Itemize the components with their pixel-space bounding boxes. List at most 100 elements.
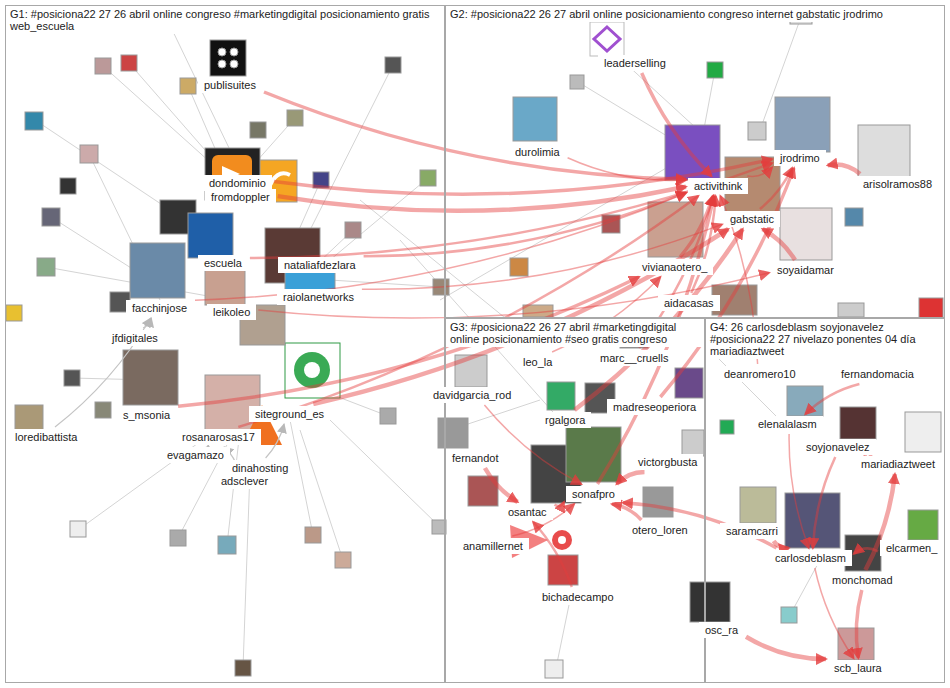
vertex-name: victorgbusta [634,454,701,470]
vertex-name: arisolramos88 [859,176,936,192]
vertex-label: soyjonavelez [800,439,876,455]
tweet-edge [612,504,642,520]
vertex-name: fromdoppler [207,189,274,205]
vertex-label: fernandot [446,450,504,466]
vertex-name: anamillernet [459,538,527,554]
tweet-edge [617,472,645,484]
group-heading: G2: #posiciona22 26 27 abril online posi… [446,6,944,22]
group-heading: G3: #posiciona22 26 27 abril #marketingd… [446,319,704,347]
vertex-label: osantac [502,504,553,520]
vertex-label: victorgbusta [632,454,703,470]
tweet-edge [266,424,285,458]
tweet-edge [828,165,860,174]
vertex-label: elcarmen_ [880,540,943,556]
vertex-name: monchomad [828,572,897,588]
vertex-name: mariadiaztweet [857,456,939,472]
vertex-name: publisuites [200,77,260,93]
vertex-name: soyaidamar [773,262,838,278]
vertex-name: evagamazo [163,447,228,463]
vertex-label: deanromero10 [718,366,802,382]
vertex-label: fernandomacia [835,366,920,382]
vertex-label: anamillernet [457,538,529,554]
vertex-name: leo_la [519,354,556,370]
vertex-name: facchinjose [128,300,191,316]
vertex-label: jrodrimo [774,150,826,166]
vertex-name: elcarmen_ [882,540,941,556]
vertex-name: deanromero10 [720,366,800,382]
vertex-label: monchomad [826,572,899,588]
vertex-label: mariadiaztweet [855,456,941,472]
vertex-label: marc__cruells [594,350,674,366]
vertex-name: vivianaotero_ [638,259,711,275]
vertex-label: siteground_es [249,406,330,422]
vertex-name: elenalalasm [754,416,821,432]
tweet-edge [642,73,712,176]
vertex-label: leaderselling [598,55,672,71]
tweet-edge [250,163,772,258]
vertex-label: adsclever [215,473,274,489]
tweet-edge [313,229,728,404]
group-panel: G4: 26 carlosdeblasm soyjonavelez #posic… [705,318,945,683]
vertex-label: jfdigitales [106,330,164,346]
tweet-edge [660,168,794,397]
vertex-label: sonafpro [566,486,621,502]
vertex-name: scb_laura [830,660,886,676]
vertex-label: raiolanetworks [277,289,360,305]
vertex-label: nataliafdezlara [278,257,362,273]
tweet-edge [278,187,686,211]
vertex-label: osc_ra [699,622,744,638]
vertex-label: durolimia [509,144,566,160]
vertex-name: loredibattista [11,429,81,445]
vertex-label: scb_laura [828,660,888,676]
tweet-edge [238,196,698,427]
vertex-name: davidgarcia_rod [429,387,515,403]
vertex-label: s_msonia [117,407,176,423]
vertex-label: elenalalasm [752,416,823,432]
vertex-label: davidgarcia_rod [427,387,517,403]
vertex-name: marc__cruells [596,350,672,366]
vertex-label: facchinjose [126,300,193,316]
vertex-label: leikoleo [207,304,256,320]
vertex-name: madreseoperiora [609,399,700,415]
vertex-label: activithink [688,178,748,194]
vertex-label: bichadecampo [536,589,620,605]
vertex-label: aidacasas [658,295,720,311]
vertex-name: s_msonia [119,407,174,423]
vertex-label: leo_la [517,354,558,370]
tweet-edge [362,224,722,289]
tweet-edge [143,318,151,328]
vertex-label: loredibattista [9,429,83,445]
vertex-label: rosanarosas17 [176,429,261,445]
vertex-label: saramcarri [720,523,784,539]
tweet-edge [533,522,572,587]
vertex-name: aidacasas [660,295,718,311]
vertex-label: madreseoperiora [607,399,702,415]
vertex-name: sonafpro [568,486,619,502]
vertex-label: gabstatic [724,211,780,227]
vertex-name: saramcarri [722,523,782,539]
vertex-name: jfdigitales [108,330,162,346]
vertex-name: soyjonavelez [802,439,874,455]
vertex-name: fernandot [448,450,502,466]
vertex-name: jrodrimo [776,150,824,166]
tweet-edge [813,457,835,548]
vertex-name: otero_loren [628,522,692,538]
tweet-edge [485,468,518,502]
vertex-name: carlosdeblasm [771,550,850,566]
vertex-name: rgalgora [541,412,589,428]
vertex-name: gabstatic [726,211,778,227]
tweet-edge [746,637,826,659]
vertex-name: fernandomacia [837,366,918,382]
vertex-name: leikoleo [209,304,254,320]
vertex-name: nataliafdezlara [280,257,360,273]
vertex-name: raiolanetworks [279,289,358,305]
vertex-label: arisolramos88 [857,176,938,192]
tweet-edge [805,384,859,414]
tweet-edge [747,168,772,177]
vertex-label: soyaidamar [771,262,840,278]
group-heading: G1: #posiciona22 27 26 abril online cong… [6,6,444,34]
group-panel: G3: #posiciona22 26 27 abril #marketingd… [445,318,705,683]
group-heading: G4: 26 carlosdeblasm soyjonavelez #posic… [706,319,944,359]
vertex-name: adsclever [217,473,272,489]
